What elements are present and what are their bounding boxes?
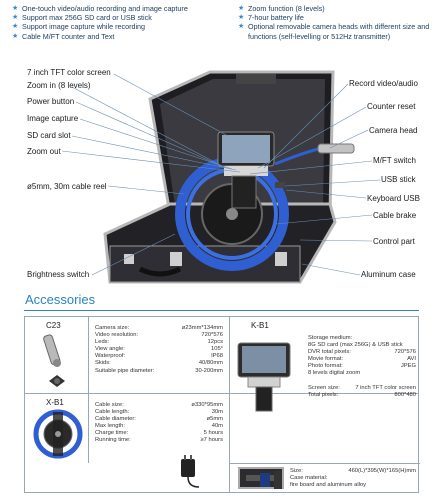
- feature-item: Support max 256G SD card or USB stick: [12, 13, 238, 22]
- label-aluminum-case: Aluminum case: [361, 270, 416, 279]
- case-material-value: fire board and aluminum alloy: [290, 482, 367, 489]
- xb1-name: X-B1: [46, 398, 64, 407]
- label-control-part: Control part: [373, 237, 415, 246]
- feature-item: Zoom function (8 levels): [238, 4, 438, 13]
- feature-list: One-touch video/audio recording and imag…: [12, 4, 439, 41]
- feature-column-right: Zoom function (8 levels) 7-hour battery …: [238, 4, 438, 41]
- spec-row: Skids:40/80mm: [95, 360, 223, 367]
- accessory-kb1: K-B1 Storage medium: 8G SD card (max 256…: [230, 317, 420, 463]
- c23-name: C23: [46, 321, 61, 330]
- feature-item: Optional removable camera heads with dif…: [238, 22, 438, 40]
- label-brightness-switch: Brightness switch: [27, 270, 90, 279]
- case-latch-right: [275, 252, 287, 266]
- kb1-zoom: 8 levels digital zoom: [308, 370, 361, 377]
- spec-row: Screen size:7 inch TFT color screen: [308, 384, 416, 391]
- spec-row: Suitable pipe diameter:30-200mm: [95, 367, 223, 374]
- label-mft-switch: M/FT switch: [373, 156, 416, 165]
- spec-row: Cable size:ø330*95mm: [95, 402, 223, 408]
- usb-stick-shape: [275, 182, 285, 188]
- kb1-storage-value: 8G SD card (max 256G) & USB stick: [308, 342, 403, 349]
- c23-image-cell: C23: [25, 317, 89, 393]
- label-counter-reset: Counter reset: [367, 102, 416, 111]
- xb1-image-cell: X-B1: [25, 394, 89, 463]
- spec-row: Video resolution:720*576: [95, 332, 223, 339]
- sd-card-icon: [260, 471, 282, 489]
- label-usb-stick: USB stick: [381, 175, 416, 184]
- spec-row: Cable diameter:ø5mm: [95, 416, 223, 423]
- kb1-name: K-B1: [251, 321, 269, 330]
- spec-row: Leds:12pcs: [95, 339, 223, 346]
- label-record: Record video/audio: [349, 79, 418, 88]
- spec-row: Total pixels:800*480: [308, 391, 416, 398]
- label-zoom-out: Zoom out: [27, 147, 61, 156]
- label-image-capture: Image capture: [27, 114, 79, 123]
- table-row-divider: [230, 463, 420, 464]
- product-illustration: [61, 70, 381, 284]
- accessory-row-c23: C23 Camera size:ø23mm*134mm Video resolu…: [25, 317, 418, 394]
- accessories-title: Accessories: [25, 292, 96, 307]
- feature-item: Cable M/FT counter and Text: [12, 32, 238, 41]
- case-latch-mid: [170, 252, 182, 266]
- spec-row: Camera size:ø23mm*134mm: [95, 325, 223, 331]
- case-material-label: Case material:: [290, 475, 328, 482]
- spec-row: Cable length:30m: [95, 409, 223, 416]
- c23-specs: Camera size:ø23mm*134mm Video resolution…: [95, 325, 223, 375]
- spec-row: Size:460(L)*395(W)*165(H)mm: [290, 468, 416, 474]
- kb1-specs: Storage medium: 8G SD card (max 256G) & …: [308, 335, 416, 399]
- product-diagram: 7 inch TFT color screen Zoom in (8 level…: [0, 64, 443, 286]
- feature-item: One-touch video/audio recording and imag…: [12, 4, 238, 13]
- feature-item: 7-hour battery life: [238, 13, 438, 22]
- label-cable-reel: ø5mm, 30m cable reel: [27, 182, 107, 191]
- kb1-storage-label: Storage medium:: [308, 335, 353, 341]
- charger-cell: [25, 455, 229, 494]
- spec-row: Max length:40m: [95, 423, 223, 430]
- label-zoom-in: Zoom in (8 levels): [27, 81, 91, 90]
- charger-icon: [181, 455, 200, 488]
- case-specs: Size:460(L)*395(W)*165(H)mm Case materia…: [290, 468, 416, 489]
- control-handle: [231, 175, 257, 209]
- label-sd-card-slot: SD card slot: [27, 131, 71, 140]
- label-cable-brake: Cable brake: [373, 211, 417, 220]
- label-screen: 7 inch TFT color screen: [27, 68, 111, 77]
- case-latch-left: [124, 254, 134, 264]
- spec-row: Photo format:JPEG: [308, 363, 416, 370]
- spec-row: View angle:105°: [95, 346, 223, 353]
- spec-row: DVR total pixels:720*576: [308, 349, 416, 356]
- label-power-button: Power button: [27, 97, 75, 106]
- control-unit-icon: [237, 342, 291, 412]
- spec-row: Waterproof:IP68: [95, 353, 223, 360]
- accessories-divider: [24, 310, 419, 311]
- accessories-table: C23 Camera size:ø23mm*134mm Video resolu…: [24, 316, 420, 494]
- cable-reel-icon: [33, 409, 83, 459]
- spec-row: Running time:≥7 hours: [95, 437, 223, 444]
- camera-head-icon: [43, 334, 65, 387]
- spec-row: Charge time:5 hours: [95, 430, 223, 437]
- feature-column-left: One-touch video/audio recording and imag…: [12, 4, 238, 41]
- table-divider: [229, 317, 230, 492]
- monitor-screen: [222, 135, 270, 163]
- camera-head-shape: [317, 143, 355, 154]
- accessory-row-xb1: X-B1 Cable size:ø330*95mm Cable length:3…: [25, 394, 229, 463]
- label-camera-head: Camera head: [369, 126, 418, 135]
- feature-item: Support image capture while recording: [12, 22, 238, 31]
- xb1-specs: Cable size:ø330*95mm Cable length:30m Ca…: [95, 402, 223, 445]
- case-handle: [138, 266, 182, 277]
- keypad: [224, 166, 268, 176]
- label-keyboard-usb: Keyboard USB: [367, 194, 420, 203]
- spec-row: Movie format:AVI: [308, 356, 416, 363]
